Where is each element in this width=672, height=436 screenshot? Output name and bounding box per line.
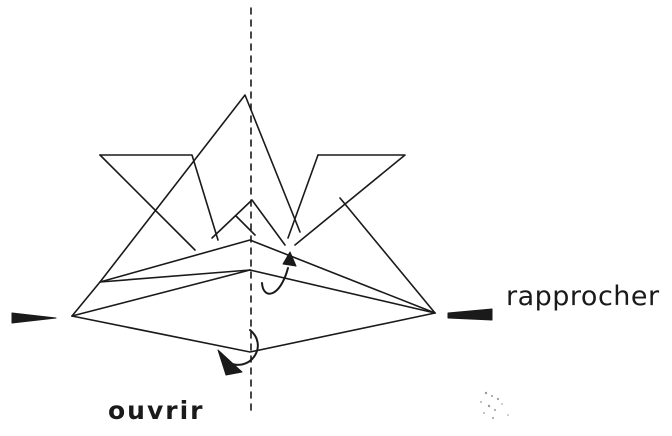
right-horn-fold bbox=[287, 154, 319, 239]
rotate-arrow-lower bbox=[231, 329, 259, 366]
brim-middle-edge-right bbox=[249, 269, 436, 314]
brim-upper-edge bbox=[71, 239, 436, 317]
left-horn-inner-edge bbox=[99, 154, 196, 251]
inner-peak-fold bbox=[235, 215, 256, 236]
label-ouvrir: ouvrir bbox=[108, 396, 205, 425]
scan-speckle bbox=[480, 391, 509, 419]
left-horn bbox=[99, 154, 219, 241]
brim-bottom-edge bbox=[71, 312, 436, 353]
label-rapprocher: rapprocher bbox=[506, 281, 660, 312]
brim-middle-edge bbox=[99, 269, 251, 283]
rotate-arrow-upper-head bbox=[282, 251, 297, 267]
right-horn bbox=[294, 154, 406, 246]
inner-peak bbox=[211, 199, 286, 246]
left-pressure-marker bbox=[11, 312, 57, 324]
right-side-edge bbox=[339, 197, 436, 314]
right-pressure-marker bbox=[447, 308, 493, 321]
brim-lower-fold bbox=[71, 269, 251, 317]
central-peak bbox=[99, 94, 301, 283]
rotate-arrow-lower-head bbox=[217, 349, 243, 376]
rotate-arrow-upper bbox=[261, 267, 289, 295]
